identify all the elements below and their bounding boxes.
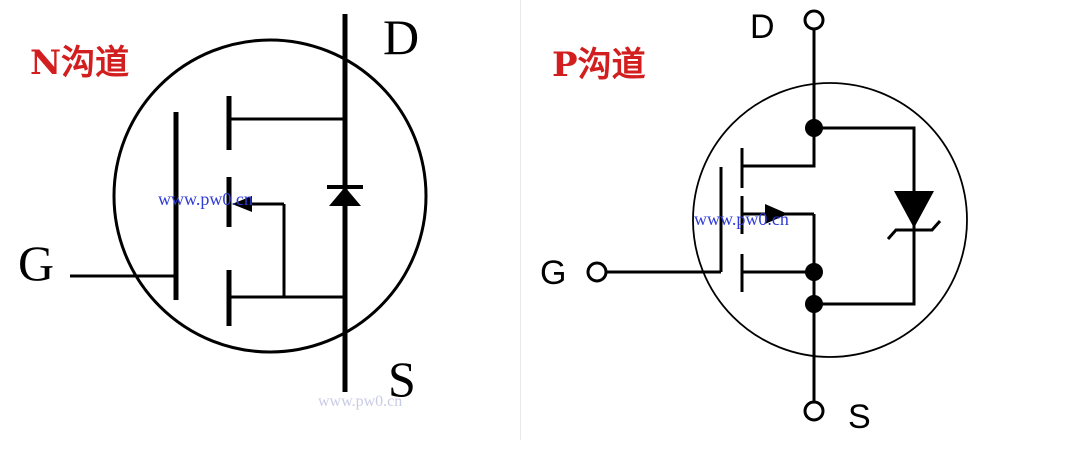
p-body-circle bbox=[692, 82, 968, 358]
p-gate-terminal bbox=[586, 261, 608, 283]
p-gate-label: G bbox=[540, 254, 567, 292]
n-gate-label: G bbox=[18, 235, 55, 291]
p-source-label: S bbox=[848, 398, 871, 436]
p-drain-terminal bbox=[803, 9, 825, 31]
n-channel-symbol bbox=[70, 14, 428, 392]
n-body-circle bbox=[112, 38, 428, 354]
n-body-arrow-icon bbox=[232, 196, 252, 212]
p-channel-panel: P沟道 D G S www.pw0.cn bbox=[522, 0, 1068, 440]
n-channel-title: N沟道 bbox=[30, 43, 130, 83]
n-source-label: S bbox=[388, 351, 416, 407]
n-diode-triangle-icon bbox=[329, 187, 361, 206]
n-channel-panel: N沟道 D G S www.pw0.cn www.pw0.cn bbox=[0, 0, 521, 440]
p-zener-bar bbox=[886, 220, 942, 240]
p-zener-triangle-icon bbox=[894, 191, 934, 228]
p-junction-dot-mid bbox=[805, 263, 823, 281]
p-channel-symbol bbox=[586, 9, 968, 422]
p-watermark: www.pw0.cn bbox=[694, 209, 789, 229]
n-watermark: www.pw0.cn bbox=[158, 189, 253, 209]
p-drain-connection bbox=[742, 128, 816, 168]
p-source-terminal bbox=[803, 400, 825, 422]
n-watermark-faint: www.pw0.cn bbox=[318, 393, 403, 410]
p-body-arrow-icon bbox=[765, 204, 788, 224]
n-drain-label: D bbox=[383, 9, 420, 65]
p-channel-title: P沟道 bbox=[552, 45, 646, 85]
p-diode-branch bbox=[814, 126, 916, 306]
p-drain-label: D bbox=[750, 8, 775, 46]
